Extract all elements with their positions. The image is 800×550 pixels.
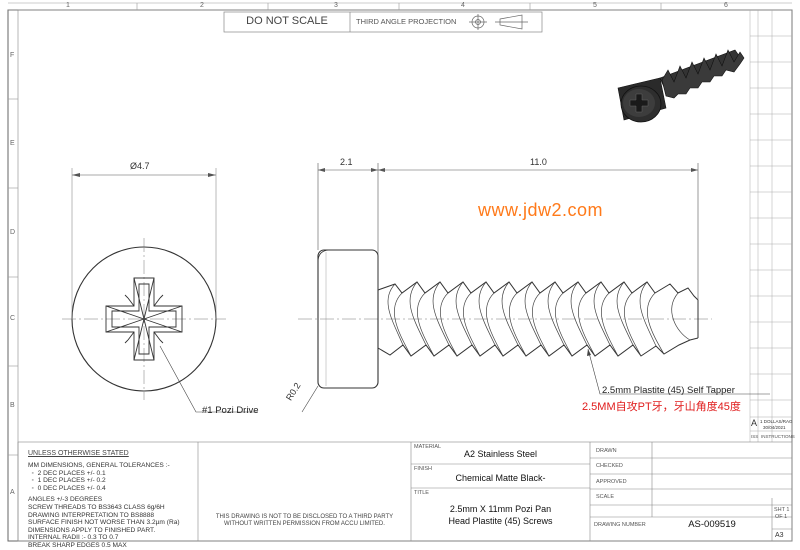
material-value: A2 Stainless Steel [463,449,538,459]
note-line: ◦ 1 DEC PLACES +/- 0.2 [28,477,106,485]
shank-length-dim: 11.0 [530,157,547,167]
projection-label: THIRD ANGLE PROJECTION [356,17,457,26]
note-line: SURFACE FINISH NOT WORSE THAN 3.2µm (Ra) [28,519,180,527]
watermark: www.jdw2.com [478,200,604,220]
zone-col-3: 3 [334,2,338,9]
pozi-drive-callout: #1 Pozi Drive [202,405,259,416]
thread-top [377,281,699,301]
paper-size: A3 [775,532,784,539]
revision-iss: ISS [751,434,759,439]
note-line: ◦ 0 DEC PLACES +/- 0.4 [28,484,106,492]
approved-label: APPROVED [596,479,627,485]
zone-row-ticks [8,98,18,456]
finish-value: Chemical Matte Black- [455,473,546,483]
drawn-label: DRAWN [596,448,617,454]
header-box [223,11,543,33]
zone-col-2: 2 [200,2,204,9]
side-view [298,163,770,413]
zone-row-b: B [10,402,15,409]
note-line: SCREW THREADS TO BS3643 CLASS 6g/6H [28,503,165,511]
note-line: MM DIMENSIONS, GENERAL TOLERANCES :- [28,462,170,469]
note-line: ANGLES +/-3 DEGREES [28,496,103,504]
revision-date: 30/04/2021 [763,425,786,430]
sheet-line-1: SHT 1 [774,507,790,513]
zone-row-f: F [10,52,15,59]
disclaimer-line-2: WITHOUT WRITTEN PERMISSION FROM ACCU LIM… [224,521,385,527]
iso-head [617,77,667,123]
do-not-scale-label: DO NOT SCALE [246,15,328,27]
thread-spec-callout: 2.5mm Plastite (45) Self Tapper [602,385,735,396]
zone-col-6: 6 [724,2,728,9]
thread-helix [387,281,691,357]
zone-row-d: D [10,229,16,236]
drawing-number-label: DRAWING NUMBER [594,522,646,528]
revision-initials: 1 DOLLAS/RAG [760,419,793,424]
notes-block: MM DIMENSIONS, GENERAL TOLERANCES :- ◦ 2… [28,462,180,550]
zone-row-e: E [10,140,15,147]
title-line-2: Head Plastite (45) Screws [448,516,553,526]
revision-instructions: INSTRUCTIONS [761,434,795,439]
head-diameter-dim: Ø4.7 [130,161,150,171]
pozi-recess [105,277,183,361]
finish-label: FINISH [414,466,433,472]
thread-leader [587,348,770,395]
zone-col-4: 4 [461,2,465,9]
revision-letter: A [751,418,758,428]
checked-label: CHECKED [596,463,623,469]
zone-col-5: 5 [593,2,597,9]
note-line: ◦ 2 DEC PLACES +/- 0.1 [28,469,106,477]
title-line-1: 2.5mm X 11mm Pozi Pan [449,504,552,514]
revision-column [749,10,792,442]
zone-column-ticks [136,3,662,10]
note-line: DRAWING INTERPRETATION TO BS8888 [28,511,155,519]
note-line: INTERNAL RADII :- 0.3 TO 0.7 [28,534,119,542]
note-line: BREAK SHARP EDGES 0.5 MAX [28,541,127,549]
material-label: MATERIAL [414,444,442,450]
note-line: DIMENSIONS APPLY TO FINISHED PART. [28,526,156,534]
disclaimer-line-1: THIS DRAWING IS NOT TO BE DISCLOSED TO A… [215,514,394,520]
end-view [62,168,258,413]
zone-row-c: C [10,315,16,322]
notes-heading: UNLESS OTHERWISE STATED [28,450,129,457]
side-dimensions [317,163,699,300]
scale-label: SCALE [596,494,615,500]
head-length-dim: 2.1 [340,157,353,167]
drawing-number-value: AS-009519 [688,519,736,530]
sheet-line-2: OF 1 [775,514,788,520]
thread-spec-cn-callout: 2.5MM自攻PT牙，牙山角度45度 [582,401,741,413]
title-block-grid [17,441,793,542]
zone-row-a: A [10,489,15,496]
zone-col-1: 1 [66,2,70,9]
projection-symbol [469,14,528,30]
pozi-leader [159,345,258,413]
title-label: TITLE [414,490,429,496]
iso-render [617,49,745,123]
